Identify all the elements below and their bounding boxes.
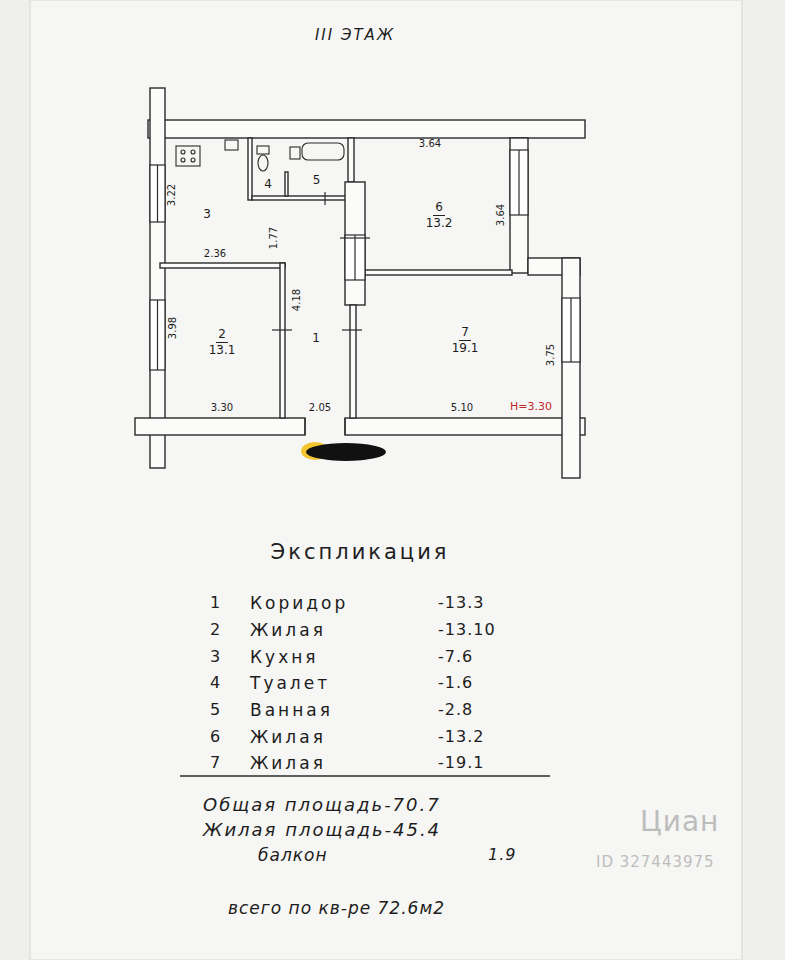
dimension: 5.10: [451, 402, 473, 413]
door-marks: [272, 192, 370, 435]
table-area: -13.3: [438, 594, 484, 612]
stove-symbol: [176, 146, 200, 166]
ceiling-height: Н=3.30: [510, 401, 552, 413]
room-area: 719.1: [370, 295, 560, 385]
dimension: 3.22: [166, 184, 177, 206]
bathtub-symbol: [302, 143, 344, 160]
area-summary: 1.9: [488, 846, 516, 864]
burner: [181, 150, 185, 154]
table-room-name: Коридор: [250, 594, 348, 613]
table-area: -7.6: [438, 648, 473, 666]
table-room-name: Жилая: [250, 621, 326, 640]
toilet-bowl: [258, 155, 268, 171]
table-area: -13.10: [438, 621, 496, 639]
table-room-name: Жилая: [250, 728, 326, 747]
room-number: 6: [433, 200, 445, 215]
dimension: 3.64: [495, 204, 506, 226]
burner: [181, 158, 185, 162]
area-summary: всего по кв-ре 72.6м2: [228, 899, 445, 918]
burner: [191, 158, 195, 162]
walls: [135, 88, 585, 478]
burner: [191, 150, 195, 154]
room-area: 4: [252, 172, 284, 196]
floor-title: III ЭТАЖ: [315, 27, 395, 44]
paper-sheet: [30, 0, 742, 960]
table-area: -13.2: [438, 728, 484, 746]
dimension: 2.36: [204, 248, 226, 259]
wall: [562, 258, 580, 478]
table-room-name: Туалет: [250, 674, 330, 693]
dimension: 3.98: [167, 317, 178, 339]
dimension: 3.30: [211, 402, 233, 413]
wall: [345, 182, 365, 305]
room-area: 5: [289, 165, 344, 195]
table-room-name: Кухня: [250, 648, 319, 667]
room-number: 2: [216, 327, 228, 342]
area-summary: Жилая площадь-45.4: [203, 820, 441, 840]
table-area: -2.8: [438, 701, 473, 719]
window: [150, 300, 165, 370]
inner-opening: [345, 235, 365, 280]
washbasin: [290, 147, 300, 159]
wall: [150, 88, 165, 468]
table-area: -1.6: [438, 674, 473, 692]
wall: [160, 263, 285, 268]
watermark: ID 327443975: [596, 854, 715, 871]
toilet-tank: [257, 146, 269, 154]
table-area: -19.1: [438, 754, 484, 772]
room-number: 5: [311, 173, 323, 187]
room-number: 4: [262, 177, 274, 191]
watermark: Циан: [640, 807, 719, 838]
room-area: 213.1: [168, 272, 276, 412]
wall: [510, 138, 528, 273]
wall: [148, 120, 585, 138]
marker-blot: [306, 443, 386, 461]
wall: [350, 305, 356, 418]
wall: [345, 418, 585, 435]
wall: [280, 263, 285, 418]
table-number: 4: [210, 674, 222, 692]
dimension: 4.18: [291, 289, 302, 311]
sink-symbol: [225, 140, 238, 150]
window: [562, 298, 580, 362]
window: [150, 165, 165, 222]
wall: [135, 418, 305, 435]
fixtures: [176, 140, 344, 171]
wall: [285, 172, 288, 196]
window: [510, 150, 528, 215]
room-area: 613.2: [370, 170, 508, 260]
area-summary: балкон: [258, 846, 328, 865]
wall: [252, 196, 348, 200]
room-area-value: 13.1: [207, 343, 238, 357]
wall: [248, 138, 252, 200]
room-number: 3: [201, 207, 213, 221]
wall: [365, 270, 512, 275]
table-rule: [180, 775, 550, 776]
table-number: 3: [210, 648, 222, 666]
table-number: 6: [210, 728, 222, 746]
dimension: 3.75: [545, 344, 556, 366]
room-area: 3: [168, 170, 246, 258]
windows: [150, 150, 580, 370]
room-area-value: 13.2: [424, 216, 455, 230]
table-number: 7: [210, 754, 222, 772]
table-room-name: Ванная: [250, 701, 333, 720]
dimension: 2.05: [309, 402, 331, 413]
dimension: 1.77: [268, 227, 279, 249]
table-number: 1: [210, 594, 222, 612]
wall: [348, 138, 354, 182]
room-number: 1: [310, 331, 322, 345]
table-number: 5: [210, 701, 222, 719]
table-heading: Экспликация: [271, 541, 450, 564]
table-room-name: Жилая: [250, 754, 326, 773]
area-summary: Общая площадь-70.7: [203, 795, 441, 815]
room-number: 7: [459, 325, 471, 340]
table-number: 2: [210, 621, 222, 639]
dimension: 3.64: [419, 138, 441, 149]
room-area-value: 19.1: [450, 341, 481, 355]
